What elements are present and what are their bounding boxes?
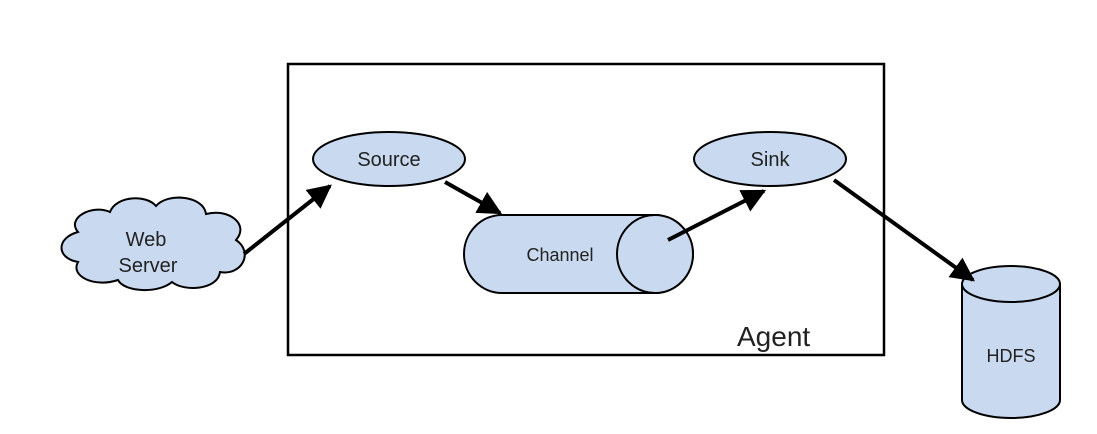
- web-server-label-line2: Server: [119, 255, 178, 277]
- sink-node: Sink: [693, 131, 847, 187]
- agent-label: Agent: [737, 321, 810, 352]
- hdfs-node: HDFS: [961, 265, 1061, 419]
- arrow-sink-to-hdfs: [832, 178, 975, 282]
- cloud-icon: [60, 196, 246, 292]
- source-label: Source: [357, 149, 420, 171]
- arrow-channel-to-sink: [667, 189, 767, 242]
- source-node: Source: [312, 131, 466, 187]
- hdfs-label: HDFS: [987, 346, 1036, 366]
- hdfs-body: [961, 284, 1061, 419]
- web-server-label-line1: Web: [126, 229, 167, 251]
- agent-box: [286, 62, 886, 357]
- source-ellipse: [312, 131, 466, 187]
- channel-end-cap: [616, 214, 694, 294]
- arrow-source-to-channel: [444, 180, 503, 215]
- sink-ellipse: [693, 131, 847, 187]
- channel-node: Channel: [463, 214, 694, 294]
- arrow-webserver-to-source: [242, 184, 332, 256]
- hdfs-top-cap: [961, 265, 1061, 303]
- channel-label: Channel: [526, 245, 593, 265]
- web-server-node: Web Server: [60, 196, 246, 292]
- sink-label: Sink: [751, 149, 791, 171]
